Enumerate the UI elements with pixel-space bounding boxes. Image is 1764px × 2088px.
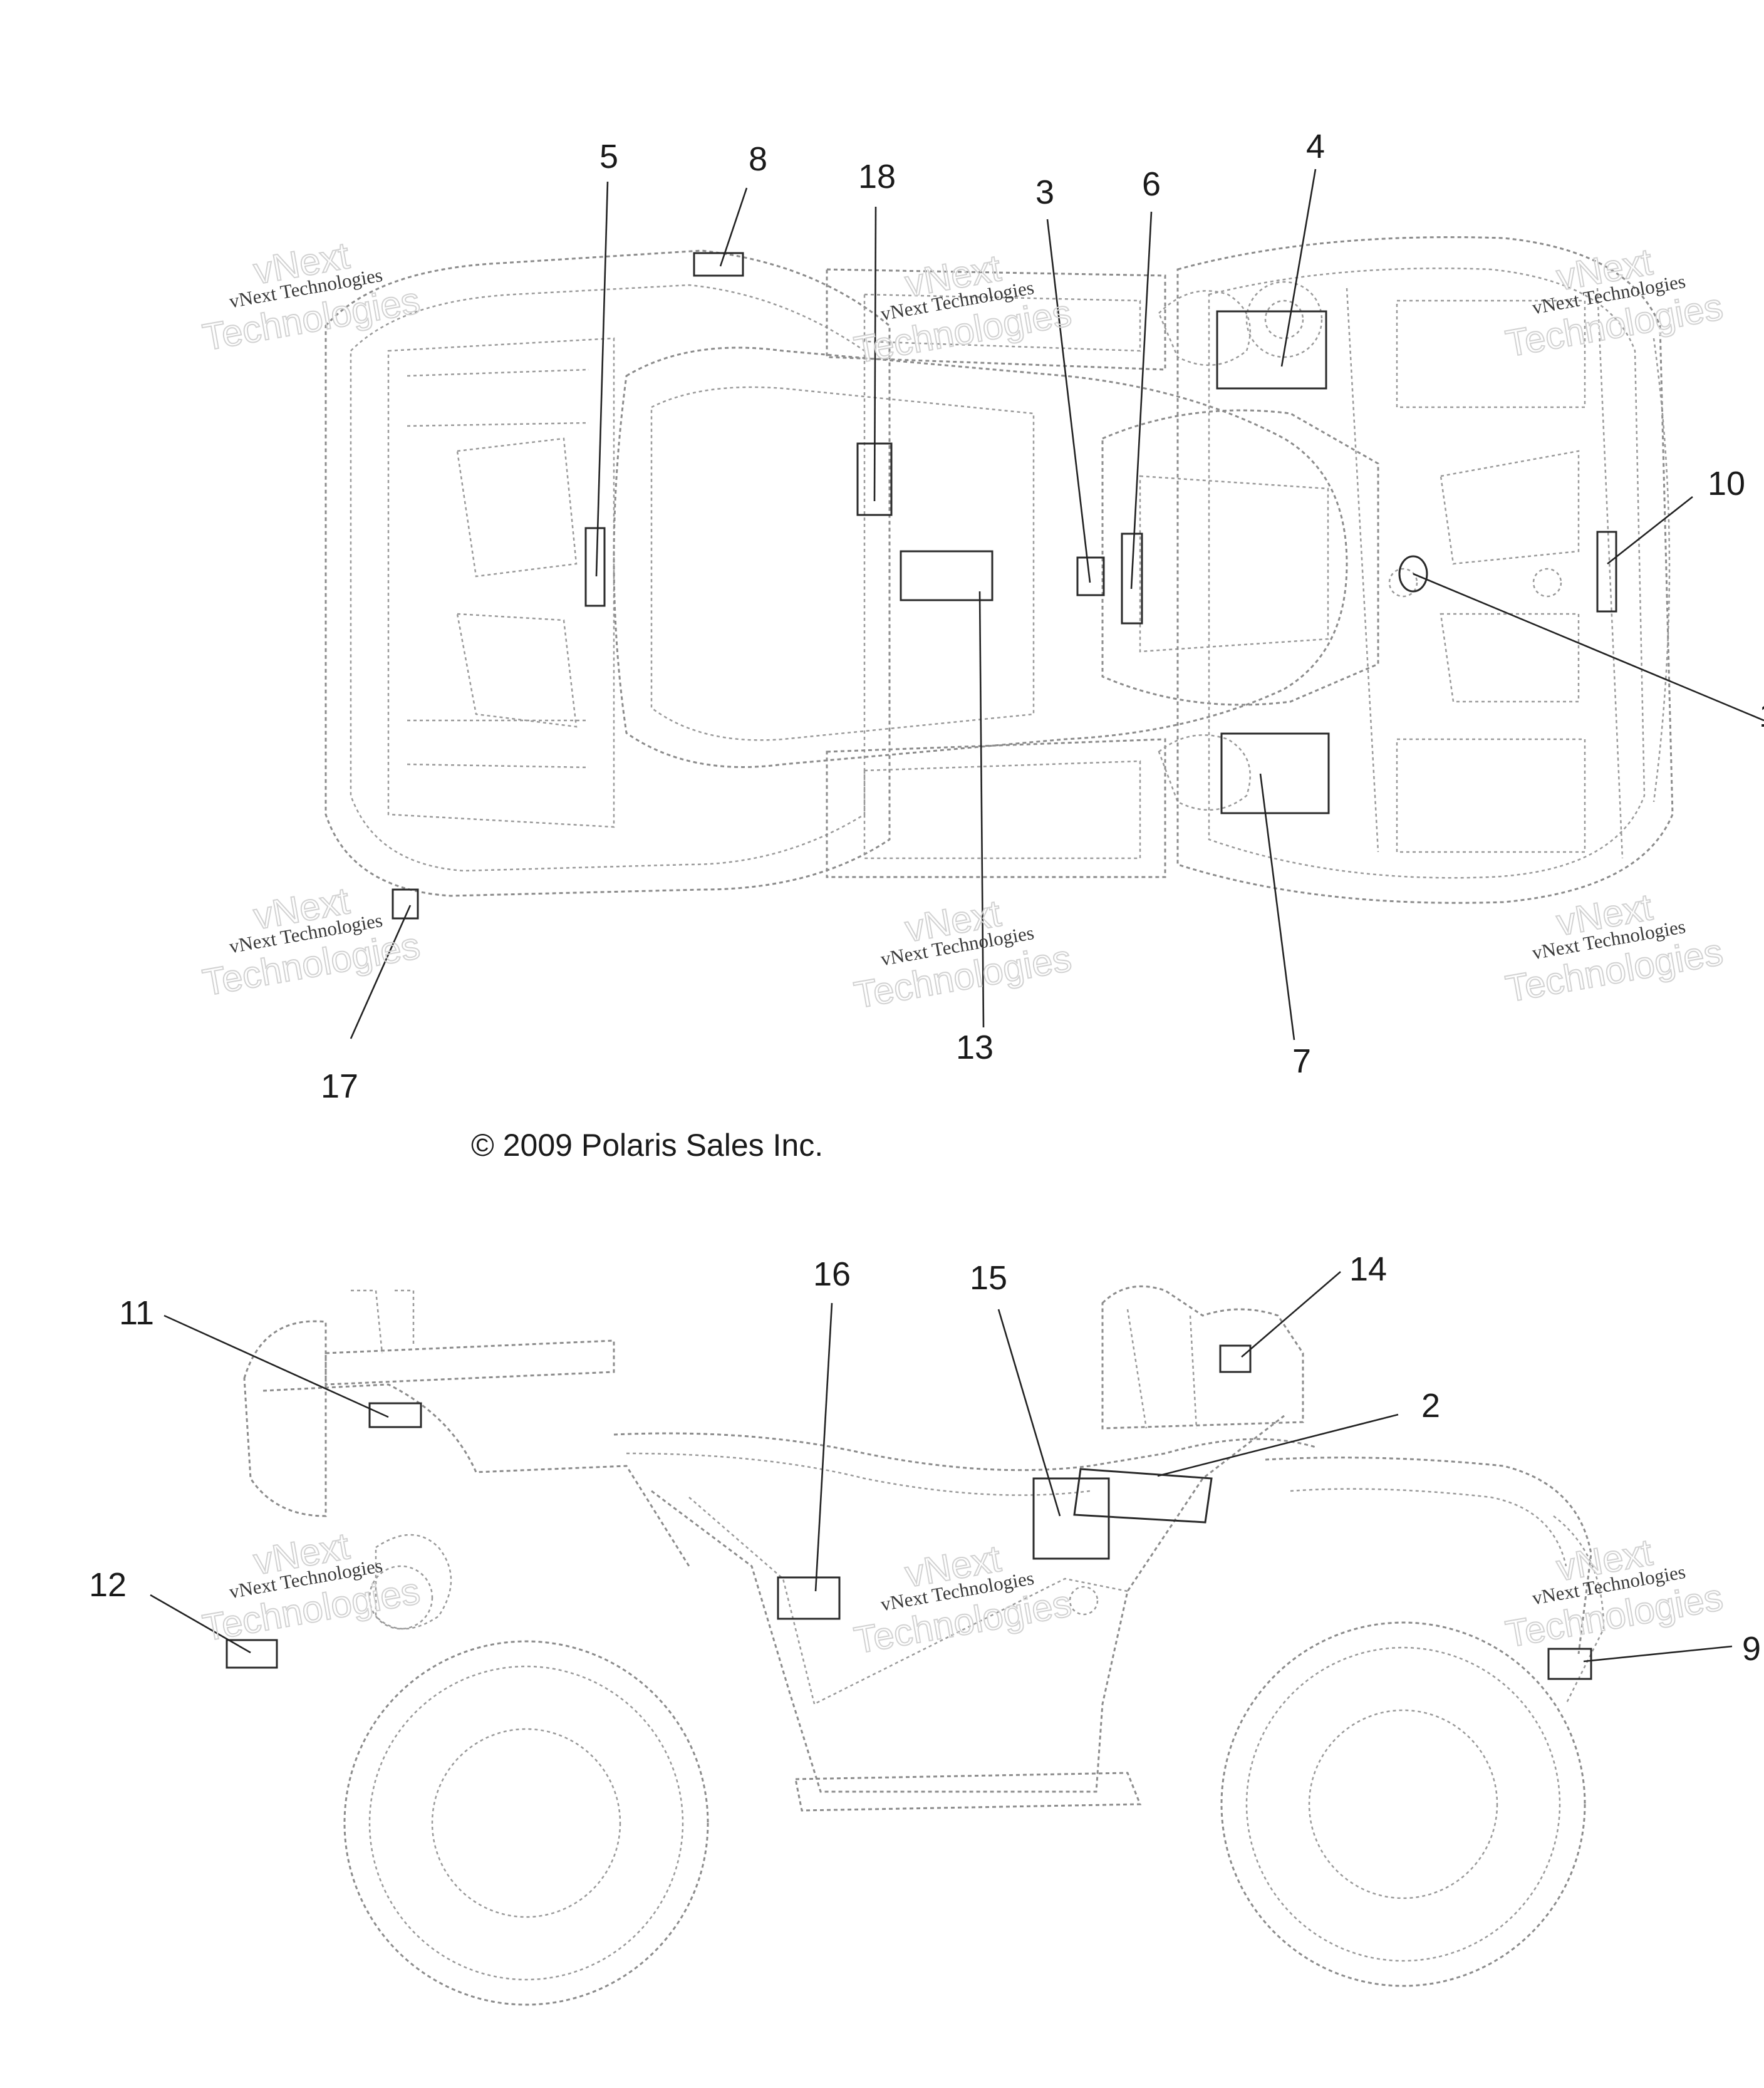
decal-8 xyxy=(693,252,744,277)
decal-7 xyxy=(1220,732,1330,814)
side-view-callouts: 11 16 15 14 2 12 9 xyxy=(89,1250,1761,1668)
decal-4 xyxy=(1216,310,1327,390)
top-view-callouts: 5 8 18 3 6 4 10 1 13 7 17 xyxy=(321,128,1764,1105)
decal-3 xyxy=(1076,556,1105,596)
watermark-4: vNext vNext Technologies Technologies xyxy=(199,879,424,1004)
callout-2: 2 xyxy=(1421,1387,1440,1425)
callout-10: 10 xyxy=(1708,465,1745,502)
callout-12: 12 xyxy=(89,1566,127,1604)
decal-9 xyxy=(1547,1648,1592,1680)
top-view-vehicle xyxy=(324,236,1674,904)
decal-16 xyxy=(777,1576,841,1620)
decal-10 xyxy=(1596,531,1617,613)
decal-11 xyxy=(368,1402,422,1428)
callout-14: 14 xyxy=(1349,1250,1387,1288)
callout-1: 1 xyxy=(1759,697,1764,734)
decal-6 xyxy=(1121,532,1143,625)
top-view-leaders xyxy=(350,169,1764,1041)
decal-17 xyxy=(392,888,419,920)
decal-2 xyxy=(1073,1468,1213,1524)
decal-1 xyxy=(1398,555,1428,593)
callout-13: 13 xyxy=(956,1029,994,1066)
callout-4: 4 xyxy=(1306,128,1325,165)
decal-14 xyxy=(1219,1344,1252,1373)
side-view-decals xyxy=(226,1344,1592,1680)
callout-17: 17 xyxy=(321,1067,358,1105)
watermark-7: vNext vNext Technologies Technologies xyxy=(199,1524,424,1649)
callout-7: 7 xyxy=(1292,1042,1311,1080)
callout-3: 3 xyxy=(1035,174,1054,211)
callout-11: 11 xyxy=(119,1294,154,1332)
callout-15: 15 xyxy=(970,1259,1007,1297)
decal-5 xyxy=(584,527,606,607)
watermark-9: vNext vNext Technologies Technologies xyxy=(1502,1530,1727,1656)
side-view-vehicle xyxy=(243,1285,1605,2006)
callout-16: 16 xyxy=(813,1255,851,1293)
callout-6: 6 xyxy=(1142,165,1161,203)
watermarks: vNext vNext Technologies Technologies vN… xyxy=(199,234,1727,1662)
callout-8: 8 xyxy=(749,140,767,178)
callout-18: 18 xyxy=(858,158,896,195)
watermark-3: vNext vNext Technologies Technologies xyxy=(1502,240,1727,365)
decal-15 xyxy=(1032,1477,1110,1560)
watermark-8: vNext vNext Technologies Technologies xyxy=(851,1537,1076,1662)
side-view-leaders xyxy=(150,1271,1733,1663)
copyright-text: © 2009 Polaris Sales Inc. xyxy=(471,1128,823,1163)
watermark-6: vNext vNext Technologies Technologies xyxy=(1502,885,1727,1010)
decal-12 xyxy=(226,1639,278,1669)
decal-13 xyxy=(900,550,994,601)
watermark-1: vNext vNext Technologies Technologies xyxy=(199,234,424,359)
top-view-decals xyxy=(392,252,1617,920)
callout-5: 5 xyxy=(599,138,618,175)
callout-9: 9 xyxy=(1742,1630,1761,1668)
watermark-5: vNext vNext Technologies Technologies xyxy=(851,891,1076,1017)
